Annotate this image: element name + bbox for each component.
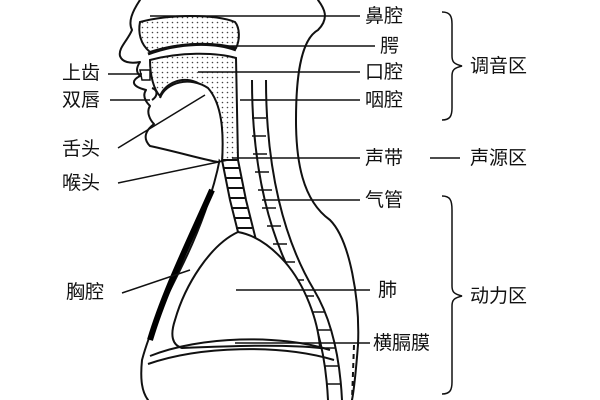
diaphragm-lower — [147, 348, 335, 365]
leader-lines-right — [150, 15, 375, 344]
label-pharynx: 咽腔 — [365, 89, 404, 111]
back-outline — [295, 0, 360, 400]
lips — [151, 87, 158, 101]
label-trachea: 气管 — [365, 189, 404, 211]
face-profile-outline — [118, 0, 219, 163]
chest-wall — [147, 188, 215, 341]
label-upper-teeth: 上齿 — [62, 62, 101, 84]
label-chest: 胸腔 — [66, 281, 105, 303]
upper-teeth — [139, 69, 151, 81]
label-nasal-cavity: 鼻腔 — [365, 5, 404, 27]
label-oral-cavity: 口腔 — [365, 61, 404, 83]
label-diaphragm: 横膈膜 — [373, 332, 431, 354]
zone-label-resonance: 调音区 — [470, 55, 528, 77]
back-dashed-line — [351, 344, 355, 400]
label-tongue: 舌头 — [62, 138, 101, 160]
label-vocal-cords: 声带 — [365, 147, 404, 169]
label-palate: 腭 — [380, 35, 400, 57]
trachea-rings — [223, 167, 252, 229]
label-lung: 肺 — [378, 279, 398, 301]
label-larynx: 喉头 — [62, 172, 101, 194]
zone-brackets — [430, 11, 463, 395]
zone-label-power: 动力区 — [470, 285, 528, 307]
leader-lines-left — [108, 73, 229, 294]
label-lips: 双唇 — [62, 89, 101, 111]
trachea — [221, 159, 257, 241]
palate — [147, 42, 237, 56]
tongue — [159, 80, 224, 163]
diaphragm — [149, 338, 331, 357]
zone-label-source: 声源区 — [470, 147, 528, 169]
